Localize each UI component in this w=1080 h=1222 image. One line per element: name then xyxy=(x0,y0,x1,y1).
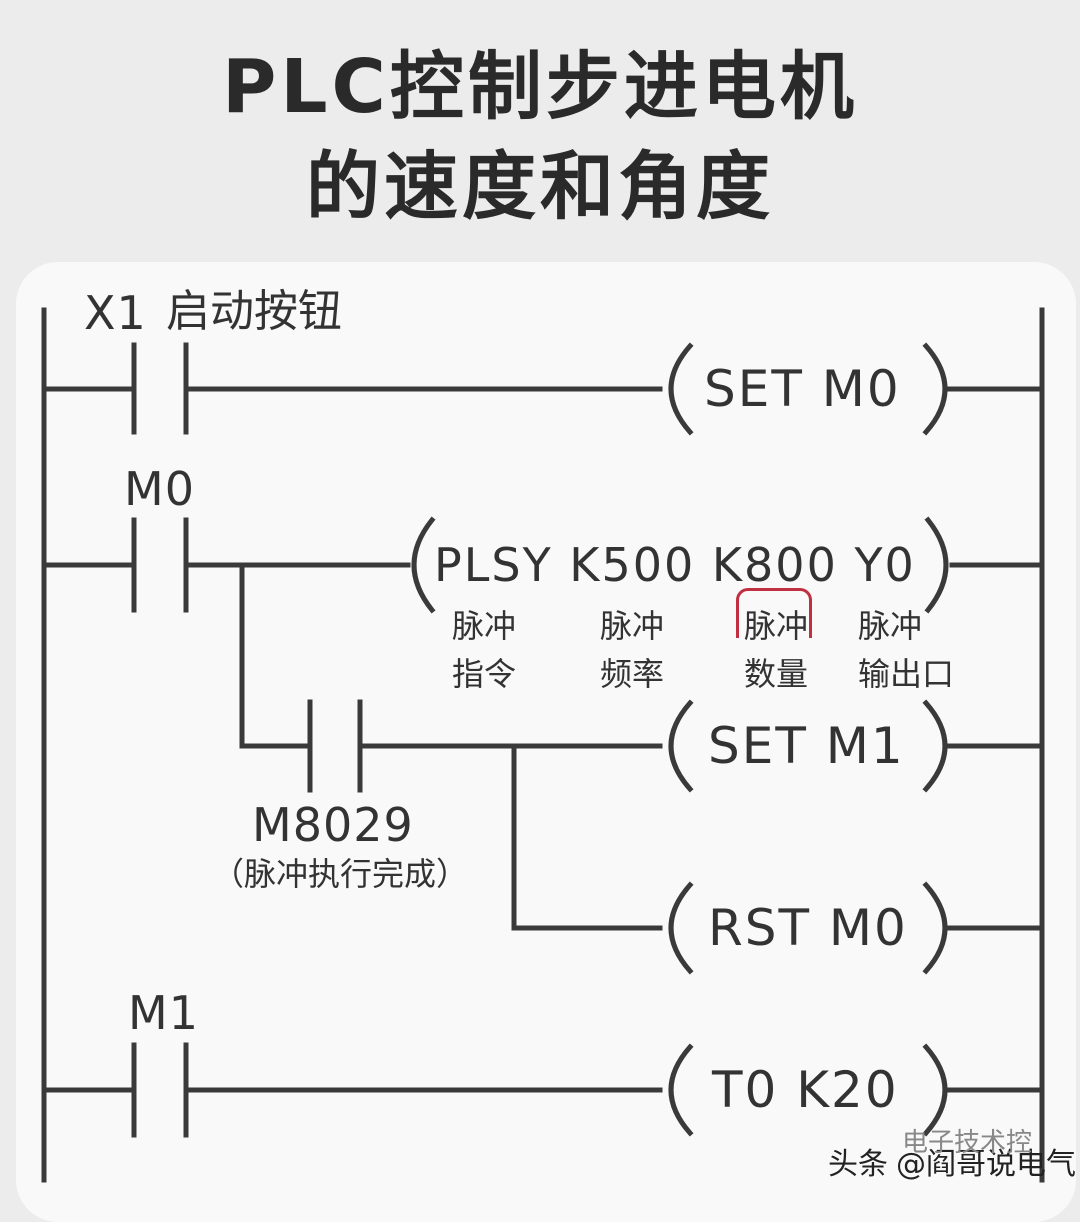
rung2-instruction-left-paren xyxy=(411,516,436,614)
x1-contact-desc: 启动按钮 xyxy=(166,286,342,337)
annotation-1-line1: 脉冲 xyxy=(452,607,517,645)
annotation-2-line2: 频率 xyxy=(600,655,665,693)
rst-m0-left-paren xyxy=(668,881,694,975)
watermark-overlay: 电子技术控 xyxy=(902,1128,1033,1158)
rst-m0-right-paren xyxy=(922,881,948,975)
ladder-card xyxy=(16,262,1076,1222)
t0-coil-left-paren xyxy=(668,1043,694,1137)
watermark-author: @阎哥说电气 xyxy=(896,1147,1076,1182)
m1-contact-label: M1 xyxy=(128,986,199,1040)
pulse-count-highlight xyxy=(736,588,812,638)
annotation-2-line1: 脉冲 xyxy=(600,607,665,645)
annotation-3-line2: 数量 xyxy=(744,655,809,693)
t0-coil-text: T0 K20 xyxy=(712,1061,899,1119)
annotation-4-line1: 脉冲 xyxy=(858,607,923,645)
rung2-instruction-right-paren xyxy=(924,516,949,614)
set-m1-left-paren xyxy=(668,699,694,793)
m8029-contact-symbol xyxy=(307,699,363,793)
page-title-line1: PLC控制步进电机 xyxy=(222,44,858,130)
annotation-1-line2: 指令 xyxy=(452,655,517,693)
rst-m0-coil-text: RST M0 xyxy=(708,899,908,957)
plsy-instruction-text: PLSY K500 K800 Y0 xyxy=(434,538,916,592)
set-m0-coil-text: SET M0 xyxy=(704,360,901,418)
m8029-contact-desc: （脉冲执行完成） xyxy=(212,855,469,893)
set-m1-coil-text: SET M1 xyxy=(708,717,905,775)
rung1-coil-right-paren xyxy=(922,342,948,436)
m8029-contact-label: M8029 xyxy=(252,798,414,852)
set-m1-right-paren xyxy=(922,699,948,793)
annotation-4-line2: 输出口 xyxy=(858,655,955,693)
t0-coil-right-paren xyxy=(922,1043,948,1137)
watermark-source: 头条 xyxy=(828,1147,888,1182)
x1-contact-label: X1 xyxy=(84,286,147,340)
page-title-line2: 的速度和角度 xyxy=(306,144,774,230)
annotation-3-line1: 脉冲 xyxy=(744,607,809,645)
rung3-contact-symbol xyxy=(131,1042,189,1138)
rung1-contact-symbol xyxy=(131,342,189,435)
rung2-contact-symbol xyxy=(131,517,189,613)
rung1-coil-left-paren xyxy=(668,342,694,436)
m0-contact-label: M0 xyxy=(124,462,195,516)
